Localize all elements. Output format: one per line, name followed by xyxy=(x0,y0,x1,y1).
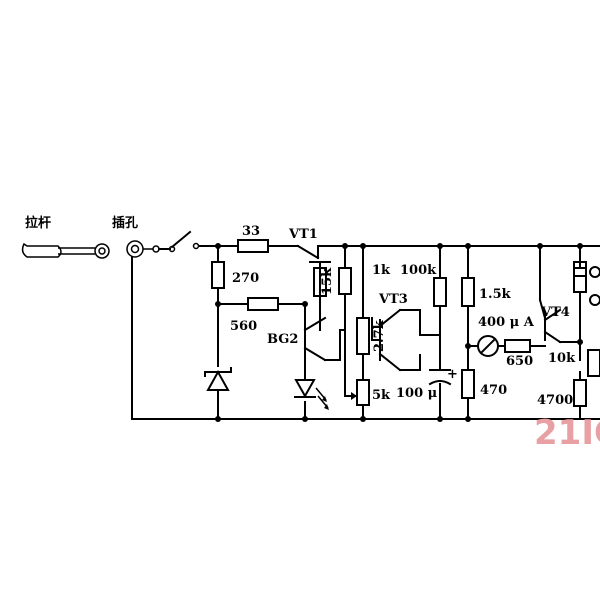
resistor-1k xyxy=(338,267,352,295)
resistor-5k xyxy=(356,379,370,406)
label-r10k: 10k xyxy=(548,351,576,366)
resistor-15k xyxy=(313,267,327,297)
capacitor-plus-sign: + xyxy=(447,367,458,382)
label-r27k: 2.7k xyxy=(372,319,387,352)
label-c100u: 100 μ xyxy=(396,386,438,401)
label-r15k: 15k xyxy=(320,267,335,295)
label-r470: 470 xyxy=(480,383,507,398)
label-r5k: 5k xyxy=(372,388,391,403)
label-vt1: VT1 xyxy=(288,227,318,242)
resistor-33 xyxy=(237,239,269,253)
label-r100k: 100k xyxy=(400,263,437,278)
resistor-100k xyxy=(433,277,447,307)
label-r33: 33 xyxy=(242,224,260,239)
resistor-650 xyxy=(504,339,531,353)
watermark-logo: 21IC xyxy=(534,413,600,453)
label-meter: 400 μ A xyxy=(478,315,535,330)
zener-diode xyxy=(204,367,232,391)
label-r650: 650 xyxy=(506,354,533,369)
capacitor-100u xyxy=(428,369,452,386)
resistor-right-top xyxy=(573,267,587,293)
resistor-470 xyxy=(461,369,475,399)
led-diode xyxy=(294,379,329,410)
label-r560: 560 xyxy=(230,319,257,334)
jack-socket xyxy=(126,240,160,258)
pull-rod-label: 拉杆 xyxy=(25,215,51,231)
pull-rod-antenna xyxy=(21,242,110,259)
label-r270: 270 xyxy=(232,271,259,286)
resistor-2-7k xyxy=(356,317,370,355)
label-r4700: 4700 xyxy=(537,393,573,408)
label-r15kb: 1.5k xyxy=(479,287,512,302)
label-bg2: BG2 xyxy=(267,332,298,347)
junction-dots xyxy=(215,243,583,422)
resistor-1-5k xyxy=(461,277,475,307)
meter-400ua xyxy=(477,335,499,357)
label-vt4: VT4 xyxy=(540,305,570,320)
resistor-560 xyxy=(247,297,279,311)
resistor-270 xyxy=(211,261,225,289)
resistor-4700 xyxy=(573,379,587,407)
pot-arrow-icon xyxy=(351,392,357,400)
label-vt3: VT3 xyxy=(378,292,408,307)
jack-label: 插孔 xyxy=(112,215,138,231)
label-r1k: 1k xyxy=(372,263,391,278)
capacitor-right xyxy=(573,261,600,377)
